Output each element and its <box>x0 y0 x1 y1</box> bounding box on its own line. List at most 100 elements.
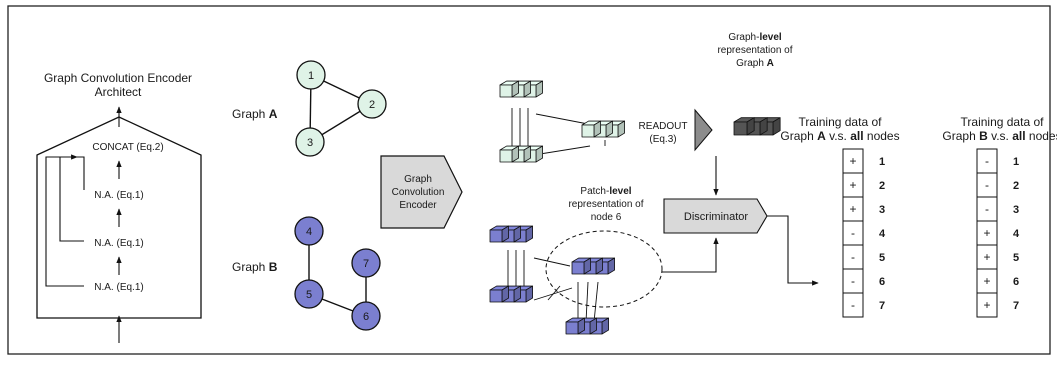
graph-a-embeddings <box>499 80 625 163</box>
graph-a-node-2-embedding-cube-front <box>581 124 595 138</box>
encoder-box-line1: Graph <box>404 174 432 185</box>
graph-a-node-3-embedding-cube-front <box>499 149 513 163</box>
training-b-table: -1-2-3+4+5+6+7 <box>976 148 1020 318</box>
training-a-header-line2: Graph A v.s. all nodes <box>780 129 899 143</box>
graph-a-summary-vector <box>733 117 781 136</box>
sign-label: - <box>985 202 989 216</box>
discriminator-box <box>663 198 768 234</box>
node-index-label: 5 <box>879 252 885 264</box>
graph-a-node-2-embedding <box>581 120 625 138</box>
sign-label: - <box>851 274 855 288</box>
encoder-arch-title-line1: Graph Convolution Encoder <box>44 71 192 85</box>
sign-label: + <box>983 250 990 264</box>
sign-cell <box>842 292 864 318</box>
node-index-label: 1 <box>879 156 885 168</box>
embedding-link <box>539 145 591 155</box>
training-a-table: +1+2+3-4-5-6-7 <box>842 148 886 318</box>
sign-label: - <box>851 250 855 264</box>
sign-label: + <box>849 202 856 216</box>
embedding-link <box>535 113 589 125</box>
graph-a: Graph A 1 2 3 <box>232 60 387 157</box>
graph-level-label: Graph-level representation of Graph A <box>717 32 792 69</box>
discriminator-label: Discriminator <box>684 211 749 223</box>
training-data-b: Training data of Graph B v.s. all nodes … <box>942 115 1057 318</box>
patch-highlight-ellipse <box>545 230 663 308</box>
graph-b-node-7 <box>351 248 381 278</box>
embedding-link <box>533 257 571 267</box>
concat-layer: CONCAT (Eq.2) <box>92 142 163 153</box>
embedding-link <box>585 281 589 323</box>
sign-label: - <box>985 178 989 192</box>
figure-frame <box>7 5 1051 355</box>
graph-a-node-2-label: 2 <box>369 99 375 111</box>
graph-b: Graph B 4 5 6 7 <box>232 216 381 331</box>
graph-b-node-4-embedding <box>489 225 533 243</box>
graph-a-summary-vector-cube-front <box>733 121 748 136</box>
na-layer-3: N.A. (Eq.1) <box>94 190 143 201</box>
graph-a-node-3-label: 3 <box>307 137 313 149</box>
graph-a-node-1-embedding-cube-front <box>499 84 513 98</box>
node-index-label: 6 <box>1013 276 1019 288</box>
graph-level-line3: Graph A <box>736 58 774 69</box>
node-index-label: 1 <box>1013 156 1019 168</box>
graph-b-node-7-embedding <box>565 317 609 335</box>
graph-a-node-2 <box>357 89 387 119</box>
sign-cell <box>976 292 998 318</box>
patch-to-discriminator-arrow <box>662 237 719 273</box>
embedding-link <box>547 285 561 301</box>
graph-b-node-4-label: 4 <box>306 226 312 238</box>
graph-convolution-encoder: Graph Convolution Encoder <box>380 155 463 229</box>
graph-b-node-5 <box>294 279 324 309</box>
skip-connection-2 <box>59 157 84 242</box>
readout-label-line1: READOUT <box>639 121 688 132</box>
graph-a-node-1 <box>296 60 326 90</box>
sign-label: + <box>849 178 856 192</box>
encoder-box-line3: Encoder <box>399 200 437 211</box>
node-index-label: 7 <box>879 300 885 312</box>
graph-b-label: Graph B <box>232 260 278 274</box>
patch-level-label: Patch-level representation of node 6 <box>568 186 643 223</box>
node-index-label: 6 <box>879 276 885 288</box>
na-layer-1: N.A. (Eq.1) <box>94 282 143 293</box>
graph-a-node-3-embedding <box>499 145 543 163</box>
discriminator-to-training-arrow <box>767 215 819 286</box>
graph-b-node-7-embedding-cube-front <box>565 321 579 335</box>
na-layer-2: N.A. (Eq.1) <box>94 238 143 249</box>
graph-level-line1: Graph-level <box>728 32 782 43</box>
encoder-architecture: Graph Convolution Encoder Architect CONC… <box>36 71 202 343</box>
graph-b-node-4-embedding-cube-front <box>489 229 503 243</box>
node-index-label: 3 <box>879 204 885 216</box>
training-data-a: Training data of Graph A v.s. all nodes … <box>780 115 900 318</box>
node-index-label: 4 <box>1013 228 1020 240</box>
encoder-box-shape <box>380 155 463 229</box>
training-b-header-line1: Training data of <box>961 115 1045 129</box>
graph-b-node-7-label: 7 <box>363 258 369 270</box>
graph-level-representation-cubes <box>733 117 781 136</box>
training-a-header-line1: Training data of <box>799 115 883 129</box>
graph-b-node-6 <box>351 301 381 331</box>
graph-a-node-1-embedding <box>499 80 543 98</box>
readout-label-line2: (Eq.3) <box>649 134 676 145</box>
sign-label: + <box>849 154 856 168</box>
skip-connection-3 <box>75 156 85 190</box>
patch-level-line3: node 6 <box>591 212 622 223</box>
encoder-box-line2: Convolution <box>392 187 445 198</box>
training-b-header-line2: Graph B v.s. all nodes <box>942 129 1057 143</box>
node-index-label: 3 <box>1013 204 1019 216</box>
readout: READOUT (Eq.3) <box>639 108 713 152</box>
node-index-label: 7 <box>1013 300 1019 312</box>
graph-level-line2: representation of <box>717 45 792 56</box>
graph-a-label: Graph A <box>232 107 278 121</box>
encoder-house-outline <box>36 116 202 319</box>
graph-b-node-6-embedding <box>571 257 615 275</box>
sign-label: + <box>983 274 990 288</box>
encoder-arch-title-line2: Architect <box>95 85 142 99</box>
node-index-label: 4 <box>879 228 886 240</box>
graph-b-node-5-embedding-cube-front <box>489 289 503 303</box>
sign-label: + <box>983 298 990 312</box>
skip-connection-1 <box>45 154 84 287</box>
sign-label: - <box>985 154 989 168</box>
graph-b-node-6-embedding-cube-front <box>571 261 585 275</box>
